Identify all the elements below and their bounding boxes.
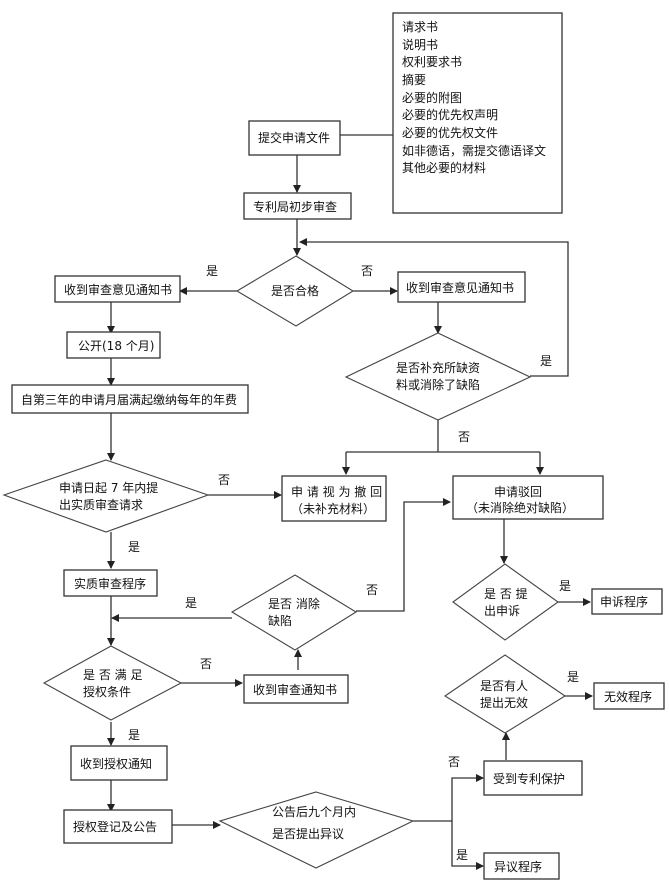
edge-label-no: 否 — [200, 657, 212, 671]
opposition-label-line1: 公告后九个月内 — [272, 805, 356, 819]
notice-right-box: 收到审查意见通知书 — [397, 271, 526, 303]
substantive-exam-box: 实质审查程序 — [63, 569, 158, 597]
edge-label-yes: 是 — [456, 848, 468, 862]
rejected-label-line1: 申请驳回 — [494, 485, 542, 499]
qualified-label: 是否合格 — [271, 283, 319, 298]
grant-notice-box: 收到授权通知 — [70, 745, 168, 781]
withdrawn-label-line2: （未补充材料） — [291, 501, 375, 516]
opposition-procedure-label: 异议程序 — [494, 859, 542, 874]
appeal-label-line2: 出申诉 — [484, 604, 520, 618]
appeal-procedure-box: 申诉程序 — [591, 588, 663, 615]
exam-request-decision: 申请日起 7 年内提 出实质审查请求 — [2, 459, 210, 533]
withdrawn-box: 申 请 视 为 撤 回 （未补充材料） — [281, 475, 387, 522]
patent-protected-label: 受到专利保护 — [493, 771, 565, 786]
document-item: 必要的优先权文件 — [402, 125, 498, 140]
invalidity-procedure-box: 无效程序 — [593, 682, 665, 710]
document-item: 如非德语，需提交德语译文 — [402, 143, 546, 158]
connector — [299, 238, 569, 377]
connector — [451, 821, 484, 870]
edge-label-no: 否 — [448, 755, 460, 769]
exam-request-label-line2: 出实质审查请求 — [59, 497, 143, 512]
edge-label-no: 否 — [366, 583, 378, 597]
connector — [346, 420, 540, 453]
document-item: 请求书 — [402, 20, 438, 34]
publish-label: 公开(18 个月) — [78, 339, 154, 353]
edge-label-no: 否 — [361, 264, 373, 278]
annual-fee-label: 自第三年的申请月届满起缴纳每年的年费 — [21, 392, 237, 407]
qualified-decision: 是否合格 — [235, 255, 355, 327]
grant-condition-decision: 是 否 满 足 授权条件 — [42, 645, 183, 721]
invalidity-procedure-label: 无效程序 — [604, 689, 652, 704]
register-announce-box: 授权登记及公告 — [63, 809, 173, 844]
document-item: 其他必要的材料 — [402, 160, 486, 175]
document-item: 必要的附图 — [402, 90, 462, 105]
document-item: 权利要求书 — [402, 55, 462, 69]
edge-label-yes: 是 — [128, 540, 140, 554]
substantive-exam-label: 实质审查程序 — [74, 576, 146, 591]
grant-notice-label: 收到授权通知 — [80, 756, 152, 771]
grant-condition-label-line2: 授权条件 — [83, 684, 131, 699]
eliminate-label-line2: 缺陷 — [268, 613, 292, 628]
grant-condition-label-line1: 是 否 满 足 — [83, 668, 142, 682]
notice-right-label: 收到审查意见通知书 — [406, 280, 514, 295]
publish-box: 公开(18 个月) — [66, 331, 161, 359]
annual-fee-box: 自第三年的申请月届满起缴纳每年的年费 — [11, 384, 249, 414]
supplement-label-line2: 料或消除了缺陷 — [396, 377, 480, 392]
edge-label-yes: 是 — [559, 579, 571, 593]
invalidity-label-line2: 提出无效 — [480, 695, 528, 710]
edge-label-no: 否 — [458, 430, 470, 444]
invalidity-decision: 是否有人 提出无效 — [443, 654, 567, 734]
submit-application-box: 提交申请文件 — [248, 120, 341, 156]
edge-label-no: 否 — [218, 473, 230, 487]
edge-label-yes: 是 — [128, 728, 140, 742]
rejected-label-line2: （未消除绝对缺陷） — [466, 500, 574, 515]
preliminary-exam-box: 专利局初步审查 — [243, 192, 352, 220]
notice-left-box: 收到审查意见通知书 — [54, 275, 181, 303]
connector — [413, 774, 484, 822]
document-item: 摘要 — [402, 72, 426, 87]
supplement-decision: 是否补充所缺资 料或消除了缺陷 — [344, 332, 532, 421]
exam-request-label-line1: 申请日起 7 年内提 — [59, 480, 158, 495]
patent-protected-box: 受到专利保护 — [483, 760, 583, 796]
opposition-label-line2: 是否提出异议 — [272, 826, 344, 841]
eliminate-defect-decision: 是否 消除 缺陷 — [230, 574, 358, 651]
appeal-procedure-label: 申诉程序 — [600, 594, 648, 609]
submit-application-label: 提交申请文件 — [258, 130, 330, 145]
appeal-decision: 是 否 提 出申诉 — [452, 563, 559, 641]
opposition-procedure-box: 异议程序 — [483, 852, 560, 880]
opposition-decision: 公告后九个月内 是否提出异议 — [218, 791, 415, 869]
exam-notice-box: 收到审查通知书 — [243, 674, 349, 704]
connectors — [107, 134, 593, 870]
appeal-label-line1: 是 否 提 — [484, 586, 528, 601]
documents-list-box: 请求书 说明书 权利要求书 摘要 必要的附图 必要的优先权声明 必要的优先权文件… — [392, 12, 563, 214]
notice-left-label: 收到审查意见通知书 — [64, 282, 172, 297]
edge-label-yes: 是 — [206, 264, 218, 278]
eliminate-label-line1: 是否 消除 — [268, 596, 320, 611]
register-announce-label: 授权登记及公告 — [73, 819, 157, 834]
supplement-label-line1: 是否补充所缺资 — [396, 360, 480, 375]
edge-label-yes: 是 — [567, 670, 579, 684]
rejected-box: 申请驳回 （未消除绝对缺陷） — [452, 475, 604, 520]
edge-label-yes: 是 — [540, 354, 552, 368]
document-item: 必要的优先权声明 — [402, 107, 498, 122]
edge-labels: 是 否 是 否 否 是 是 否 是 否 是 是 否 是 — [128, 264, 579, 862]
preliminary-exam-label: 专利局初步审查 — [253, 199, 337, 214]
withdrawn-label-line1: 申 请 视 为 撤 回 — [291, 484, 382, 499]
edge-label-yes: 是 — [185, 596, 197, 610]
document-item: 说明书 — [402, 37, 438, 52]
exam-notice-label: 收到审查通知书 — [253, 682, 337, 697]
connector — [356, 498, 451, 612]
invalidity-label-line1: 是否有人 — [480, 679, 528, 693]
